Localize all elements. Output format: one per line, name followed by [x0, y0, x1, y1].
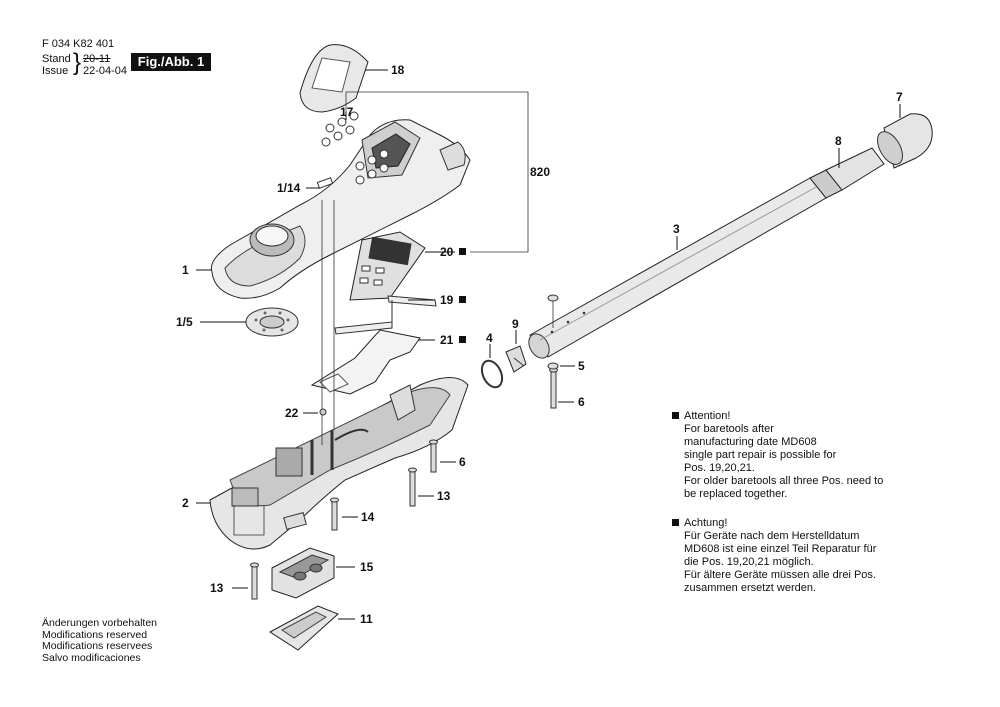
- old-date: 20-11: [83, 53, 111, 65]
- label-18: 18: [391, 63, 405, 77]
- part-1-5-speaker: [245, 307, 299, 337]
- part-20-keypad-board: [349, 231, 426, 301]
- document-code: F 034 K82 401: [42, 38, 115, 50]
- note-line: For baretools after: [684, 423, 774, 435]
- part-4-o-ring: [480, 359, 504, 389]
- marker-square-19: [459, 296, 466, 303]
- footer-line: Modifications reserved: [42, 628, 148, 641]
- label-5: 5: [578, 359, 585, 373]
- note-line: Für ältere Geräte müssen alle drei Pos.: [684, 569, 876, 581]
- note-marker-square: [672, 412, 679, 419]
- label-1-5: 1/5: [176, 315, 193, 329]
- label-13-right: 13: [437, 489, 451, 503]
- note-line: be replaced together.: [684, 488, 788, 500]
- part-17-buttons: [321, 111, 359, 147]
- label-1: 1: [182, 263, 189, 277]
- note-line: Für Geräte nach dem Herstelldatum: [684, 530, 860, 542]
- issue-date: 22-04-04: [83, 65, 128, 77]
- part-9-clip: [505, 345, 527, 373]
- note-line: zusammen ersetzt werden.: [684, 582, 817, 594]
- label-22: 22: [285, 406, 299, 420]
- label-19: 19: [440, 293, 454, 307]
- part-22-screw: [319, 408, 327, 416]
- brace: }: [73, 49, 82, 76]
- label-3: 3: [673, 222, 680, 236]
- note-english: Attention! For baretools after manufactu…: [672, 410, 883, 501]
- note-line: Pos. 19,20,21.: [684, 462, 755, 474]
- label-6-lower: 6: [459, 455, 466, 469]
- stand-label: Stand: [42, 53, 71, 65]
- label-11: 11: [360, 612, 373, 626]
- part-5-washer: [547, 294, 559, 370]
- footer-line: Salvo modificaciones: [42, 651, 141, 664]
- label-820: 820: [530, 165, 550, 179]
- note-line: single part repair is possible for: [684, 449, 837, 461]
- label-17: 17: [340, 105, 354, 119]
- marker-square-21: [459, 336, 466, 343]
- label-7: 7: [896, 90, 903, 104]
- part-3-tube: [528, 177, 827, 359]
- label-14: 14: [361, 510, 375, 524]
- note-marker-square: [672, 519, 679, 526]
- part-21-flex-sheet: [310, 329, 421, 395]
- label-9: 9: [512, 317, 519, 331]
- label-13-left: 13: [210, 581, 224, 595]
- note-title: Achtung!: [684, 517, 728, 529]
- screws: [250, 367, 558, 600]
- figure-badge: Fig./Abb. 1: [131, 53, 211, 71]
- part-19-flex-cable: [334, 295, 437, 335]
- label-6-tube: 6: [578, 395, 585, 409]
- label-1-14: 1/14: [277, 181, 301, 195]
- part-8-tube-end: [809, 147, 885, 199]
- label-8: 8: [835, 134, 842, 148]
- part-7-end-cap: [877, 113, 933, 169]
- note-german: Achtung! Für Geräte nach dem Herstelldat…: [672, 517, 876, 595]
- note-line: manufacturing date MD608: [684, 436, 817, 448]
- note-line: For older baretools all three Pos. need …: [684, 475, 884, 487]
- label-15: 15: [360, 560, 374, 574]
- label-21: 21: [440, 333, 454, 347]
- note-line: die Pos. 19,20,21 möglich.: [684, 556, 814, 568]
- label-20: 20: [440, 245, 454, 259]
- footer-line: Modifications reservees: [42, 640, 153, 652]
- label-2: 2: [182, 496, 189, 510]
- note-line: MD608 ist eine einzel Teil Reparatur für: [684, 543, 877, 555]
- part-1-upper-housing: [210, 119, 471, 299]
- footer-line: Änderungen vorbehalten: [42, 617, 158, 629]
- marker-square-20: [459, 248, 466, 255]
- label-4: 4: [486, 331, 493, 345]
- part-2-lower-housing: [209, 377, 469, 550]
- footer-disclaimer: Änderungen vorbehalten Modifications res…: [42, 617, 158, 664]
- issue-label: Issue: [42, 65, 69, 77]
- note-title: Attention!: [684, 410, 731, 422]
- part-15-battery-holder: [271, 547, 335, 599]
- part-11-battery-cover: [269, 605, 339, 651]
- part-18-display-cover: [299, 44, 369, 113]
